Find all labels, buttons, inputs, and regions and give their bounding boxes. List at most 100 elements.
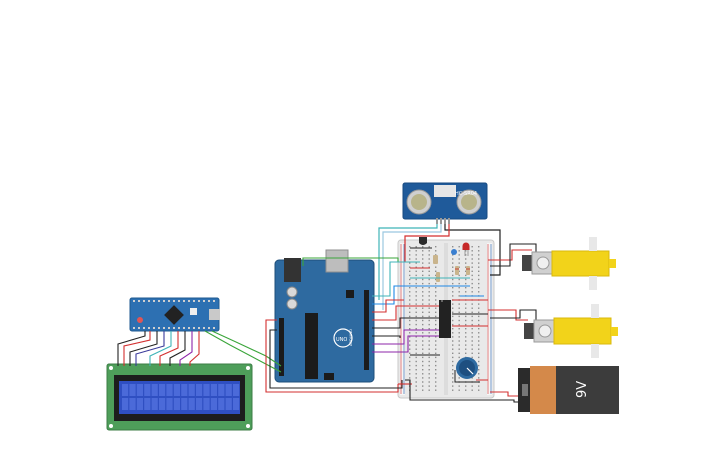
hole <box>415 278 417 281</box>
transistor <box>419 237 427 245</box>
hole <box>428 385 430 387</box>
hole <box>478 369 480 371</box>
hole <box>409 246 411 248</box>
hole <box>435 348 437 350</box>
hole <box>452 373 454 375</box>
sensor-wires <box>378 224 501 310</box>
hole <box>210 384 217 396</box>
hole <box>465 258 467 260</box>
uno-breadboard-wires <box>265 257 470 393</box>
arduino-micro-board <box>129 297 220 332</box>
hole <box>458 246 460 248</box>
hole <box>409 287 411 289</box>
hole <box>203 384 210 396</box>
hole <box>452 336 454 338</box>
hole <box>465 291 467 293</box>
hole <box>409 303 411 305</box>
hole <box>452 311 454 313</box>
hole <box>168 327 170 329</box>
hole <box>478 332 480 334</box>
hole <box>233 398 240 410</box>
hole <box>452 332 454 334</box>
hole <box>428 373 430 375</box>
hole <box>435 352 437 354</box>
hole <box>422 360 424 363</box>
hole <box>213 300 215 302</box>
hole <box>173 384 180 396</box>
hole <box>422 246 424 248</box>
hole <box>428 315 430 318</box>
hole <box>225 398 232 410</box>
hole <box>435 254 437 256</box>
hole <box>452 348 454 350</box>
hole <box>465 344 467 346</box>
hole <box>193 300 195 302</box>
hole <box>478 262 480 264</box>
hole <box>181 384 188 396</box>
hole <box>452 323 454 326</box>
hole <box>471 278 473 281</box>
hole <box>188 327 190 329</box>
hole <box>465 250 467 252</box>
hole <box>471 336 473 338</box>
hole <box>465 303 467 305</box>
hole <box>133 327 135 329</box>
hole <box>428 344 430 346</box>
hole <box>471 291 473 293</box>
hole <box>428 282 430 285</box>
hole <box>409 311 411 313</box>
hole <box>144 384 151 396</box>
battery-wires <box>405 379 520 403</box>
hole <box>415 381 417 383</box>
hole <box>188 384 195 396</box>
hole <box>415 352 417 354</box>
hole <box>422 323 424 326</box>
hole <box>465 307 467 309</box>
hole <box>428 287 430 289</box>
hole <box>478 282 480 285</box>
hole <box>458 315 460 318</box>
hole <box>422 377 424 379</box>
hole <box>465 287 467 289</box>
hole <box>452 381 454 383</box>
hole <box>435 278 437 281</box>
hole <box>435 282 437 285</box>
hole <box>452 369 454 371</box>
hole <box>478 360 480 363</box>
hole <box>143 327 145 329</box>
hole <box>478 270 480 272</box>
hole <box>435 270 437 272</box>
hole <box>143 300 145 302</box>
hole <box>415 307 417 309</box>
hole <box>233 384 240 396</box>
hole <box>415 364 417 367</box>
hole <box>471 319 473 322</box>
hole <box>471 389 473 391</box>
hole <box>153 300 155 302</box>
hole <box>428 332 430 334</box>
resistors <box>433 255 470 282</box>
hole <box>458 262 460 264</box>
hole <box>435 315 437 318</box>
hole <box>471 262 473 264</box>
hole <box>409 295 411 297</box>
hole <box>458 307 460 309</box>
hole <box>409 364 411 367</box>
hole <box>163 300 165 302</box>
hole <box>428 246 430 248</box>
hole <box>458 323 460 326</box>
hole <box>465 282 467 285</box>
hole <box>478 287 480 289</box>
hole <box>452 340 454 342</box>
hole <box>422 266 424 268</box>
hole <box>138 300 140 302</box>
hole <box>415 287 417 289</box>
hole <box>422 278 424 281</box>
hole <box>428 311 430 313</box>
hole <box>415 282 417 285</box>
hole <box>458 389 460 391</box>
hole <box>148 300 150 302</box>
hole <box>163 327 165 329</box>
hole <box>465 336 467 338</box>
hole <box>465 262 467 264</box>
